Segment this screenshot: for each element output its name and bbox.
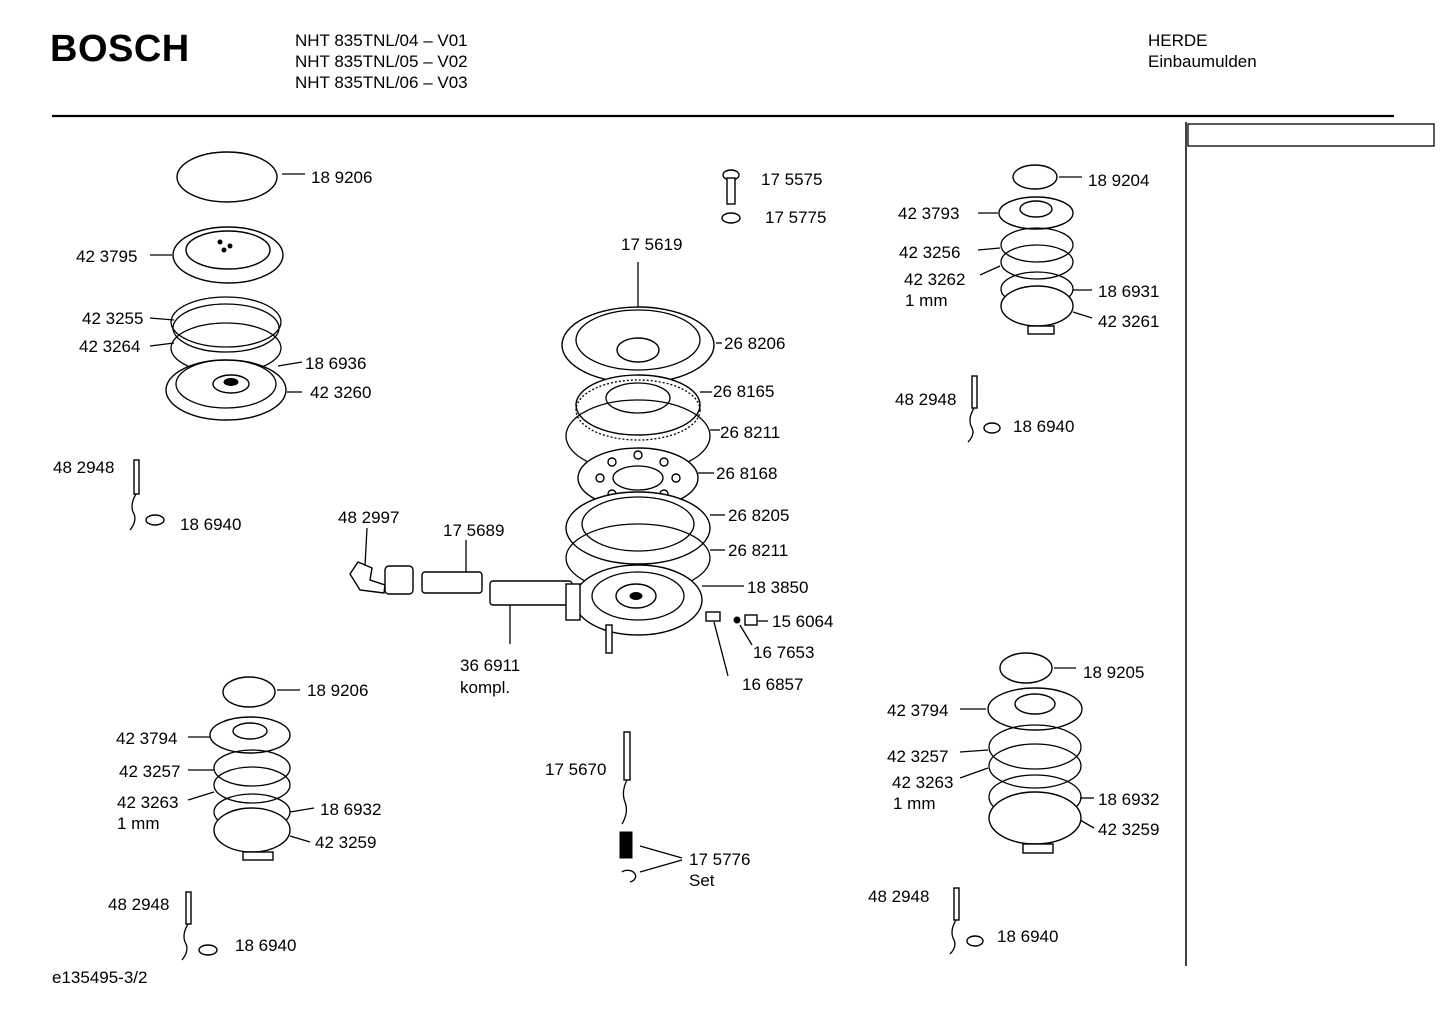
part-number: 42 3257 — [119, 762, 180, 781]
bottom-right-burner — [949, 652, 1095, 955]
part-number: 17 5689 — [443, 521, 504, 540]
part-number: 42 3256 — [899, 243, 960, 262]
washer — [983, 422, 1001, 434]
part-number: 42 3264 — [79, 337, 140, 356]
part-number: 42 3261 — [1098, 312, 1159, 331]
electrode — [971, 375, 978, 409]
part-number: 48 2948 — [895, 390, 956, 409]
part-number: 18 6932 — [320, 800, 381, 819]
part-number: 42 3255 — [82, 309, 143, 328]
category-block: HERDE Einbaumulden — [1148, 30, 1257, 72]
part-number: 42 3262 — [904, 270, 965, 289]
part-number: 18 6932 — [1098, 790, 1159, 809]
part-number: 42 3795 — [76, 247, 137, 266]
part-number: 17 5670 — [545, 760, 606, 779]
part-number: 18 6940 — [1013, 417, 1074, 436]
electrode — [185, 891, 192, 925]
thermocouple — [623, 731, 631, 781]
bottom-left-burner — [181, 676, 315, 961]
part-number: 42 3794 — [887, 701, 948, 720]
side-box — [1187, 123, 1435, 147]
part-number: 42 3257 — [887, 747, 948, 766]
burner-base — [988, 791, 1082, 845]
part-number: 26 8206 — [724, 334, 785, 353]
part-number: 48 2997 — [338, 508, 399, 527]
burner-cap — [222, 676, 276, 708]
part-number: 48 2948 — [108, 895, 169, 914]
part-number: 18 6931 — [1098, 282, 1159, 301]
part-number: 42 3794 — [116, 729, 177, 748]
part-number: 42 3263 — [892, 773, 953, 792]
drawing-id: e135495-3/2 — [52, 968, 148, 987]
burner-cap — [999, 652, 1053, 684]
category-line: HERDE — [1148, 31, 1208, 50]
part-number: 18 9206 — [311, 168, 372, 187]
main-pipe — [489, 580, 573, 606]
part-number: 18 9205 — [1083, 663, 1144, 682]
model-list: NHT 835TNL/04 – V01 NHT 835TNL/05 – V02 … — [295, 30, 468, 93]
tube — [421, 571, 483, 594]
brand-logo: BOSCH — [50, 28, 190, 70]
part-number: 42 3263 — [117, 793, 178, 812]
screw-assembly — [721, 169, 741, 224]
part-number: 42 3260 — [310, 383, 371, 402]
category-line: Einbaumulden — [1148, 52, 1257, 71]
part-number: 18 3850 — [747, 578, 808, 597]
thermocouple-assembly — [619, 731, 683, 883]
part-number: 17 5619 — [621, 235, 682, 254]
part-number: 16 6857 — [742, 675, 803, 694]
washer — [966, 935, 984, 947]
part-note: Set — [689, 871, 715, 890]
part-note: 1 mm — [117, 814, 160, 833]
washer — [145, 514, 165, 526]
gas-pipe-assembly — [349, 527, 581, 644]
part-number: 18 6940 — [180, 515, 241, 534]
model-line: NHT 835TNL/05 – V02 — [295, 52, 468, 71]
top-left-burner — [129, 151, 305, 531]
part-number: 42 3259 — [1098, 820, 1159, 839]
center-burner — [561, 262, 768, 677]
burner-cap — [176, 151, 278, 203]
part-number: 16 7653 — [753, 643, 814, 662]
part-number: 18 9204 — [1088, 171, 1149, 190]
spring — [619, 831, 633, 859]
part-number: 42 3793 — [898, 204, 959, 223]
part-number: 17 5775 — [765, 208, 826, 227]
burner-base — [1000, 285, 1074, 327]
part-number: 26 8168 — [716, 464, 777, 483]
nozzle — [349, 561, 386, 594]
part-number: 48 2948 — [868, 887, 929, 906]
part-number: 42 3259 — [315, 833, 376, 852]
washer — [198, 944, 218, 956]
part-number: 48 2948 — [53, 458, 114, 477]
top-right-burner — [967, 164, 1093, 443]
electrode — [953, 887, 960, 921]
part-number: 18 6940 — [235, 936, 296, 955]
part-note: 1 mm — [905, 291, 948, 310]
part-number: 18 6936 — [305, 354, 366, 373]
part-number: 36 6911 — [460, 656, 520, 675]
model-line: NHT 835TNL/06 – V03 — [295, 73, 468, 92]
part-number: 15 6064 — [772, 612, 833, 631]
electrode — [133, 459, 140, 495]
part-labels: 18 9206 42 3795 42 3255 42 3264 18 6936 … — [53, 168, 1159, 955]
screw-washer — [721, 212, 741, 224]
part-number: 18 9206 — [307, 681, 368, 700]
part-note: kompl. — [460, 678, 510, 697]
burner-cap — [1012, 164, 1058, 190]
part-number: 18 6940 — [997, 927, 1058, 946]
burner-base — [213, 807, 291, 853]
part-number: 17 5776 — [689, 850, 750, 869]
part-number: 17 5575 — [761, 170, 822, 189]
part-number: 26 8211 — [728, 541, 788, 560]
part-number: 26 8165 — [713, 382, 774, 401]
part-note: 1 mm — [893, 794, 936, 813]
part-number: 26 8211 — [720, 423, 780, 442]
model-line: NHT 835TNL/04 – V01 — [295, 31, 468, 50]
part-number: 26 8205 — [728, 506, 789, 525]
